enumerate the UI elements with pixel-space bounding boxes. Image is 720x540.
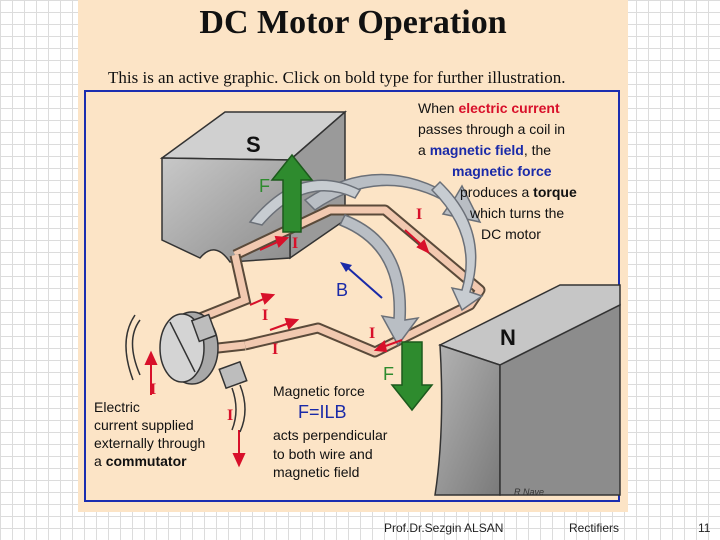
torque-arrows — [248, 173, 484, 347]
electric-current-link[interactable]: electric current — [458, 100, 560, 116]
force-arrow-up — [270, 153, 314, 233]
force-label-top: F — [259, 176, 270, 196]
commutator-link[interactable]: commutator — [105, 453, 187, 469]
current-label: I — [272, 341, 279, 358]
footer-page-number: 11 — [698, 521, 711, 535]
slide-subtitle: This is an active graphic. Click on bold… — [108, 68, 566, 87]
current-arrows — [144, 229, 430, 468]
current-label: I — [292, 235, 299, 252]
magnetic-field-arrow — [340, 262, 383, 299]
footer-topic: Rectifiers — [569, 521, 620, 535]
credit-text: R Nave — [514, 487, 545, 497]
magnetic-field-link[interactable]: magnetic field — [429, 142, 524, 158]
force-formula-link[interactable]: F=ILB — [298, 402, 347, 422]
force-arrow-down — [390, 341, 434, 412]
current-label: I — [369, 325, 376, 342]
commutator — [125, 311, 248, 433]
south-pole-label: S — [246, 132, 261, 157]
slide-panel: DC Motor Operation This is an active gra… — [78, 0, 628, 512]
current-label: I — [262, 307, 269, 324]
footer-author: Prof.Dr.Sezgin ALSAN — [384, 521, 504, 535]
slide-title: DC Motor Operation — [199, 4, 507, 41]
current-label: I — [227, 407, 234, 424]
torque-link[interactable]: torque — [533, 184, 577, 200]
field-label: B — [336, 280, 349, 300]
force-label-bottom: F — [383, 364, 394, 384]
current-label: I — [416, 206, 423, 223]
current-label: I — [150, 381, 157, 398]
north-magnet — [434, 284, 621, 496]
magnetic-force-link[interactable]: magnetic force — [452, 163, 552, 179]
north-pole-label: N — [500, 325, 516, 350]
